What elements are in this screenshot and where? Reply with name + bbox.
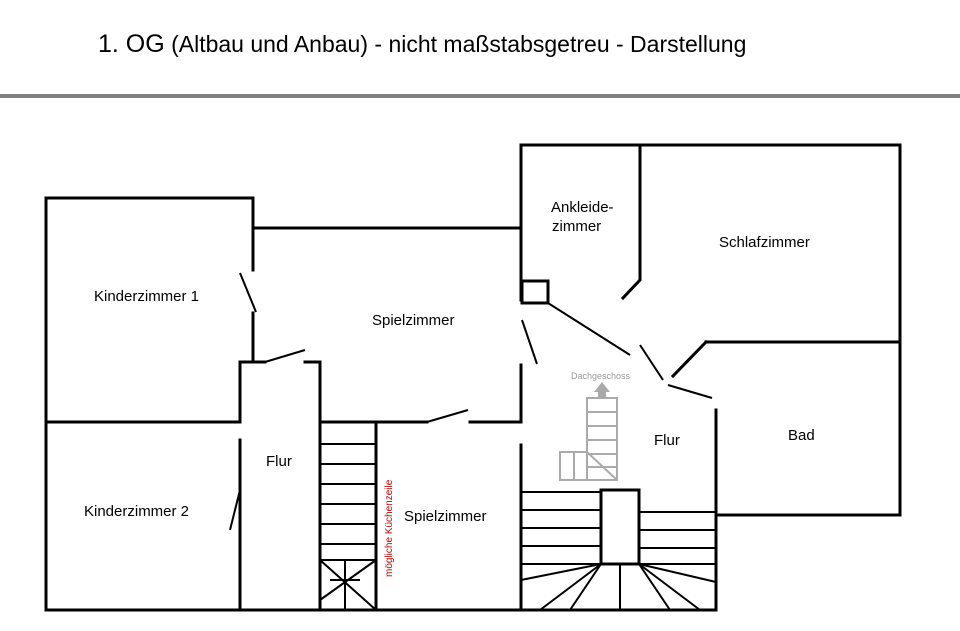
page-title: 1. OG (Altbau und Anbau) - nicht maßstab… (98, 30, 746, 59)
stairs-right (520, 491, 717, 611)
room-label-ankleide-line2: zimmer (552, 218, 601, 235)
room-label-bad: Bad (788, 427, 815, 444)
room-label-kinderzimmer-1: Kinderzimmer 1 (94, 288, 199, 305)
header-divider (0, 94, 960, 98)
room-label-flur-left: Flur (266, 453, 292, 470)
room-label-spielzimmer-top: Spielzimmer (372, 312, 455, 329)
room-label-ankleide-line1: Ankleide- (551, 199, 614, 216)
stairs-left (319, 443, 377, 611)
room-label-schlafzimmer: Schlafzimmer (719, 234, 810, 251)
doors-right-block (521, 302, 713, 399)
annotation-kuechenzeile: mögliche Küchenzeile (384, 479, 395, 577)
room-label-flur-right: Flur (654, 432, 680, 449)
doors-left-block (229, 272, 469, 531)
attic-stairs (559, 382, 618, 481)
title-rest: (Altbau und Anbau) - nicht maßstabsgetre… (164, 31, 747, 57)
walls-left-block (44, 196, 523, 612)
title-prefix: 1. OG (98, 30, 165, 58)
up-arrow-icon (594, 382, 610, 398)
room-label-spielzimmer-bottom: Spielzimmer (404, 508, 487, 525)
annotation-dachgeschoss: Dachgeschoss (571, 371, 631, 381)
room-label-kinderzimmer-2: Kinderzimmer 2 (84, 503, 189, 520)
